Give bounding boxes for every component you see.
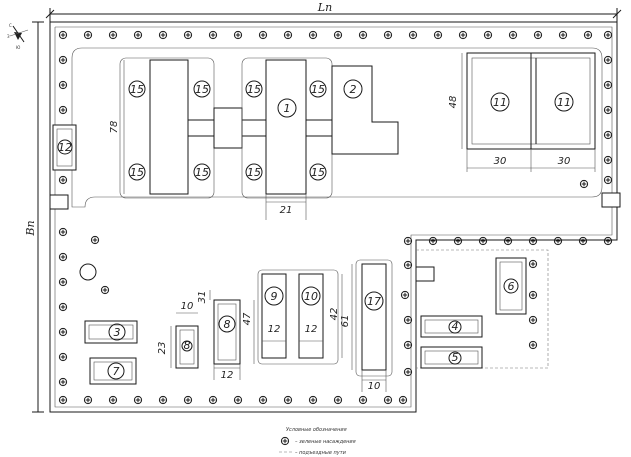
- dim-30-right: 30: [558, 156, 571, 167]
- building-label: 2: [350, 83, 357, 96]
- building-labels: 15 15 15 15 15 15 15 15 1 2 11 11 12 9 1…: [57, 79, 574, 380]
- dim-30-left: 30: [494, 156, 507, 167]
- dim-10-17: 10: [368, 381, 381, 392]
- dim-47: 47: [242, 312, 253, 325]
- dim-12-10: 12: [305, 324, 318, 335]
- building-3-block: [84, 320, 138, 344]
- building-label: 7: [113, 365, 120, 378]
- compass-west: З: [7, 34, 10, 39]
- building-6-block: [495, 257, 527, 315]
- legend-road-note: – подъездные пути: [295, 450, 347, 456]
- building-label: 15: [195, 166, 209, 179]
- dim-31: 31: [197, 291, 208, 304]
- legend: Условные обозначения – зеленые насаждени…: [279, 427, 356, 456]
- legend-title: Условные обозначения: [286, 427, 347, 433]
- building-17-block: [355, 259, 393, 377]
- building-label: 11: [557, 96, 571, 109]
- building-12-left: [52, 124, 77, 171]
- building-label: 5: [452, 351, 459, 364]
- building-label: 9: [271, 290, 278, 303]
- building-11-block: [466, 52, 596, 150]
- building-label: 10: [304, 290, 318, 303]
- building-9-10-block: [257, 269, 339, 365]
- building-label: 15: [311, 166, 325, 179]
- building-4-block: [420, 315, 483, 338]
- width-label: Вп: [24, 220, 37, 236]
- dim-10-small: 10: [181, 301, 194, 312]
- building-label: 15: [311, 83, 325, 96]
- building-7-block: [89, 357, 137, 385]
- legend-tree-note: – зеленые насаждения: [295, 439, 356, 445]
- compass-south: Ю: [16, 45, 21, 50]
- building-small-8-block: [175, 325, 199, 369]
- dim-48: 48: [448, 96, 459, 109]
- dim-23: 23: [157, 342, 168, 355]
- building-label: 12: [58, 141, 72, 154]
- building-label: 8: [184, 339, 191, 352]
- building-label: 15: [130, 83, 144, 96]
- access-road: [71, 47, 603, 208]
- building-label: 4: [452, 320, 459, 333]
- dimension-annotations: 78 21 48 30 30 10 31 23 12 47 42 12 12 6…: [109, 53, 596, 392]
- building-cluster-left: [119, 57, 267, 199]
- building-cluster-center: [241, 57, 399, 199]
- dim-12-9: 12: [268, 324, 281, 335]
- building-label: 1: [284, 102, 291, 115]
- building-5-block: [420, 346, 483, 369]
- dim-12-8: 12: [221, 370, 234, 381]
- building-label: 3: [114, 326, 121, 339]
- width-dimension: Вп: [24, 21, 44, 413]
- building-label: 11: [493, 96, 507, 109]
- building-label: 15: [195, 83, 209, 96]
- building-label: 17: [367, 295, 381, 308]
- building-label: 15: [130, 166, 144, 179]
- compass-rose-icon: С З Ю: [7, 23, 29, 50]
- building-label: 15: [247, 83, 261, 96]
- length-label: Ln: [317, 1, 332, 14]
- building-label: 8: [224, 318, 231, 331]
- building-label: 15: [247, 166, 261, 179]
- dim-78: 78: [109, 121, 120, 134]
- length-dimension: Ln: [45, 1, 622, 22]
- dim-42: 42: [329, 308, 340, 321]
- tree-symbol-icon: [280, 436, 290, 446]
- dim-21: 21: [280, 205, 293, 216]
- small-structures: [49, 192, 621, 282]
- compass-north: С: [9, 23, 12, 28]
- building-label: 6: [508, 280, 515, 293]
- dim-61: 61: [340, 315, 351, 328]
